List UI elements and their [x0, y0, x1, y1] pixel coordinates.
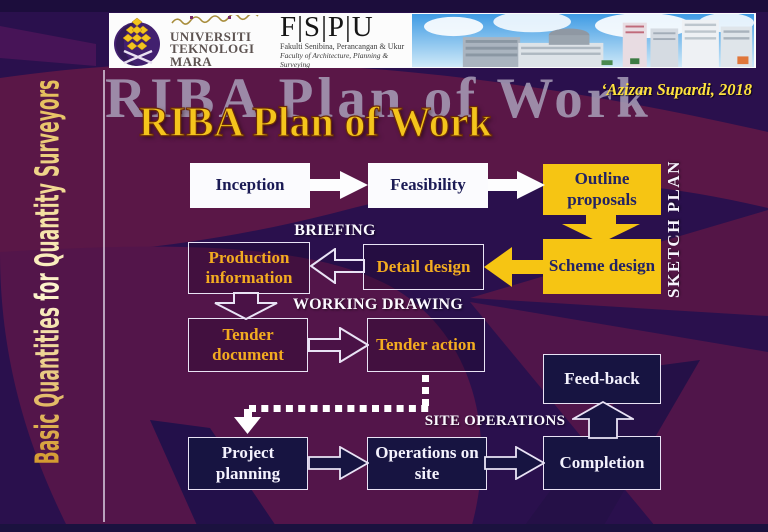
header-banner: UNIVERSITI TEKNOLOGI MARA F|S|P|U Fakult… — [109, 12, 756, 69]
stage-box-tender-action: Tender action — [367, 318, 485, 372]
stage-box-operations-on-site: Operations on site — [367, 437, 487, 490]
stage-box-feasibility: Feasibility — [368, 163, 488, 208]
arrow-scheme-to-detail-design — [484, 247, 546, 287]
stage-box-detail-design: Detail design — [363, 244, 484, 290]
university-line-3: MARA — [170, 53, 213, 69]
stage-box-project-planning: Project planning — [188, 437, 308, 490]
dashed-connector-tender-action-to-project-planning — [234, 375, 429, 434]
arrow-tender-document-to-tender-action — [308, 327, 369, 363]
sidebar-vertical-title: Basic Quantities for Quantity Surveyors — [27, 79, 67, 465]
university-wordmark: UNIVERSITI TEKNOLOGI MARA — [170, 12, 272, 69]
faculty-name-english: Faculty of Architecture, Planning & Surv… — [280, 51, 389, 69]
faculty-block: F|S|P|U Fakulti Senibina, Perancangan & … — [280, 12, 408, 69]
stage-label-site-operations: SITE OPERATIONS — [424, 413, 566, 429]
stage-box-completion: Completion — [543, 436, 661, 490]
stage-box-production-information: Production information — [188, 242, 310, 294]
uitm-logo-icon — [114, 17, 160, 66]
arrow-operations-to-completion — [484, 446, 545, 480]
arrow-outline-to-scheme-design — [562, 211, 640, 243]
stage-box-inception: Inception — [190, 163, 310, 208]
divider-line — [103, 70, 105, 522]
stage-box-outline-proposals: Outline proposals — [543, 164, 661, 215]
arrow-completion-to-feed-back — [572, 401, 634, 439]
page-title: RIBA Plan of Work — [138, 100, 492, 146]
ghost-title: RIBA Plan of Work — [105, 67, 652, 130]
arrow-project-planning-to-operations — [308, 446, 369, 480]
campus-photo — [412, 14, 754, 67]
university-line-1: UNIVERSITI — [170, 28, 252, 44]
faculty-acronym: F|S|P|U — [280, 11, 374, 43]
stage-box-tender-document: Tender document — [188, 318, 308, 372]
stage-label-briefing: BRIEFING — [294, 222, 376, 239]
stage-label-sketch-plan: SKETCH PLAN — [664, 160, 683, 298]
university-line-2: TEKNOLOGI — [170, 41, 255, 57]
stage-box-scheme-design: Scheme design — [543, 239, 661, 294]
arrow-inception-to-feasibility — [310, 171, 368, 199]
stage-box-feed-back: Feed-back — [543, 354, 661, 404]
faculty-name-malay: Fakulti Senibina, Perancangan & Ukur — [280, 42, 405, 51]
stage-label-working-drawing: WORKING DRAWING — [292, 296, 464, 313]
arabic-calligraphy-icon — [171, 12, 259, 25]
arrow-feasibility-to-outline-proposals — [488, 171, 545, 199]
arrow-production-to-tender-document — [214, 292, 278, 320]
credit-text: ‘Azizan Supardi, 2018 — [601, 80, 752, 99]
arrow-detail-design-to-production-information — [310, 248, 365, 284]
